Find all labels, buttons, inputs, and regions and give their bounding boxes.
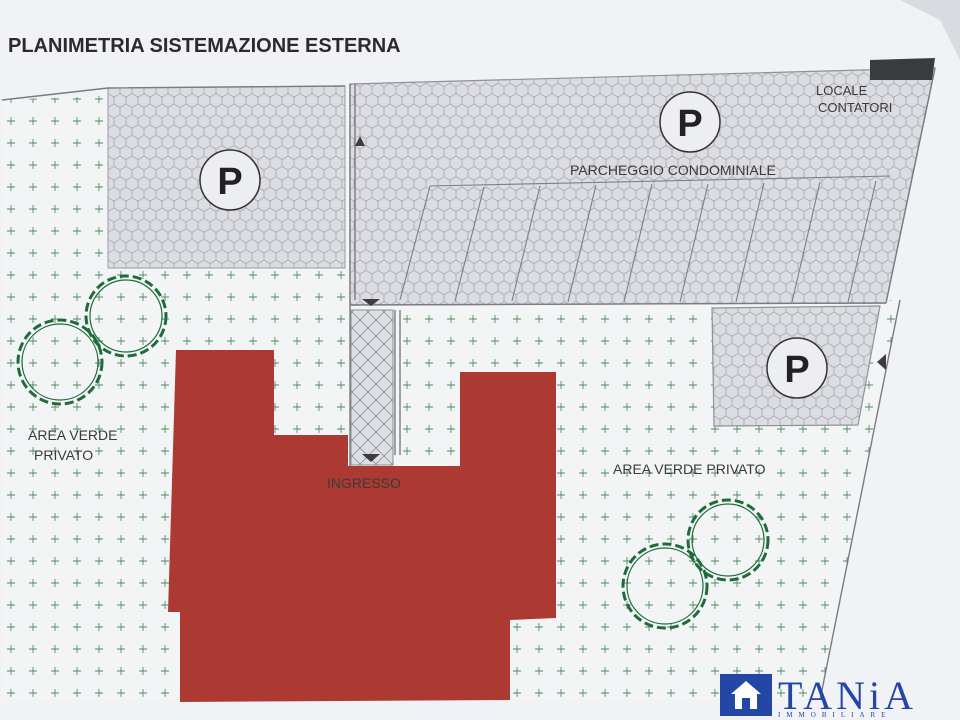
green-area-right-strip: [812, 300, 900, 700]
svg-text:P: P: [784, 349, 809, 391]
private-green-area-label-left: PRIVATO: [34, 447, 93, 463]
meter-room-label: LOCALE: [816, 83, 868, 98]
private-green-area-label-right: AREA VERDE PRIVATO: [613, 461, 766, 477]
svg-text:P: P: [677, 103, 702, 145]
parking-sign-condominial: P: [659, 91, 721, 153]
arrow-up-icon: [355, 136, 365, 146]
arrow-down-icon: [362, 454, 380, 462]
arrow-left-icon: [877, 354, 886, 370]
arrow-down-icon: [362, 299, 380, 306]
meter-room-label: CONTATORI: [818, 100, 892, 115]
parking-sign-right: P: [766, 337, 828, 399]
tree-group-left: [16, 274, 168, 406]
building-footprint: [168, 350, 556, 702]
entrance-label: INGRESSO: [327, 475, 401, 491]
house-icon: [731, 681, 761, 709]
logo-name: TANiA: [778, 673, 917, 718]
parking-sign-left: P: [199, 149, 261, 211]
svg-text:P: P: [217, 161, 242, 203]
entrance-path: [350, 309, 394, 466]
tree-group-right: [621, 498, 770, 630]
parking-stall-lines: [399, 175, 891, 303]
private-green-area-label-left: AREA VERDE: [28, 427, 117, 443]
paper-shadow: [900, 0, 960, 60]
boundary-lines: [1, 67, 936, 701]
page-title: PLANIMETRIA SISTEMAZIONE ESTERNA: [8, 35, 401, 57]
condominial-parking-label: PARCHEGGIO CONDOMINIALE: [570, 162, 776, 178]
agency-logo: TANiA IMMOBILIARE: [720, 673, 917, 719]
logo-subtitle: IMMOBILIARE: [778, 711, 891, 719]
meter-room: [870, 58, 935, 80]
